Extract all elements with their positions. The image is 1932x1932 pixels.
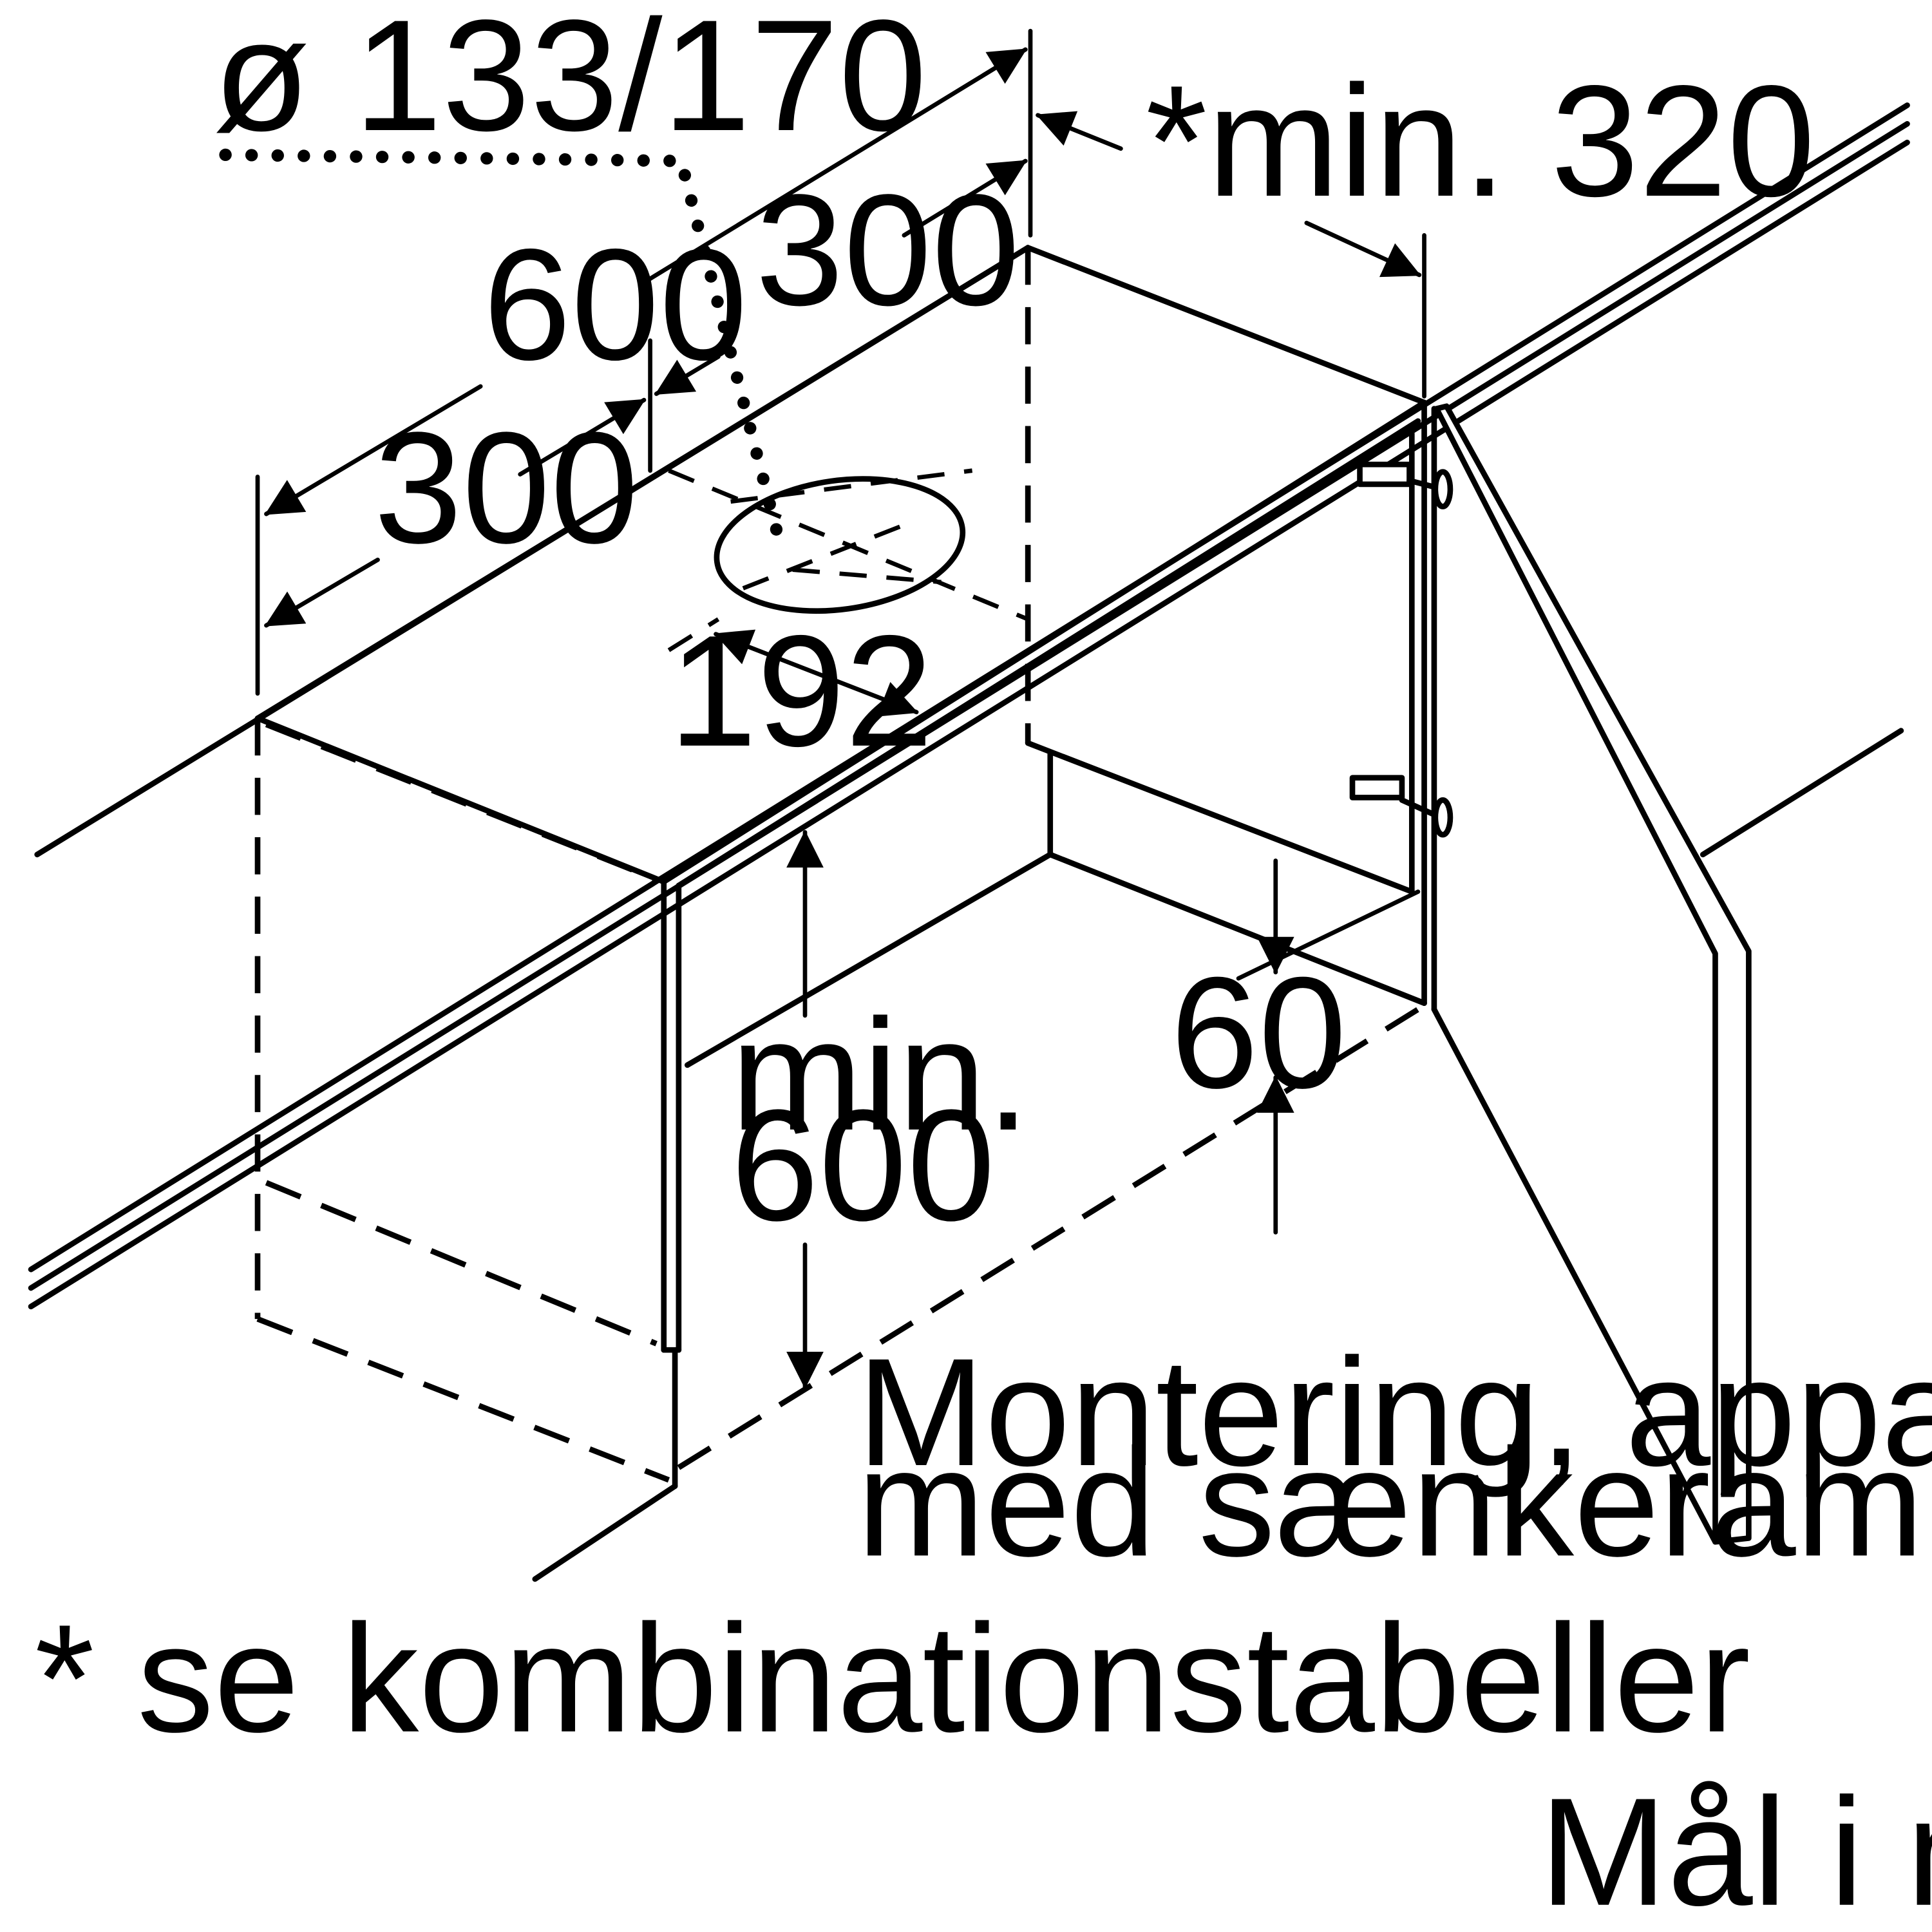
label-duct-diameter: ø 133/170 <box>213 0 927 164</box>
dimension-300-upper <box>648 158 1028 473</box>
right-wall-line <box>1700 728 1904 858</box>
footnote: * se kombinationstabeller <box>35 1592 1750 1764</box>
dimension-300-lower <box>264 397 647 628</box>
hinge-upper <box>1357 461 1454 509</box>
label-300-lower: 300 <box>374 399 639 576</box>
dimension-600-width <box>255 28 1033 696</box>
caption-line-2: med sænkeramme <box>857 1416 1932 1588</box>
label-192: 192 <box>668 603 933 780</box>
label-min: min. <box>731 987 1030 1164</box>
hidden-left-cabinet <box>254 718 670 1483</box>
caption-line-1: Montering, apparat <box>857 1326 1932 1498</box>
left-side-panel <box>532 878 682 1582</box>
label-60: 60 <box>1170 944 1347 1121</box>
hinge-lower <box>1349 775 1454 838</box>
duct-leader-line <box>219 148 784 542</box>
duct-opening <box>714 468 973 614</box>
cabinet-top-surface <box>254 245 1427 889</box>
units-note: Mål i mm <box>1539 1766 1932 1932</box>
label-height-600: 600 <box>731 1077 996 1254</box>
dimension-192 <box>714 629 919 717</box>
dimension-min-320 <box>1036 111 1426 399</box>
dimension-60 <box>1236 858 1421 1235</box>
label-300-upper: 300 <box>755 162 1020 339</box>
label-min-320: *min. 320 <box>1146 53 1815 230</box>
label-600-width: 600 <box>483 216 748 393</box>
hood-body <box>684 430 1427 1068</box>
cabinet-door <box>1421 399 1752 1545</box>
